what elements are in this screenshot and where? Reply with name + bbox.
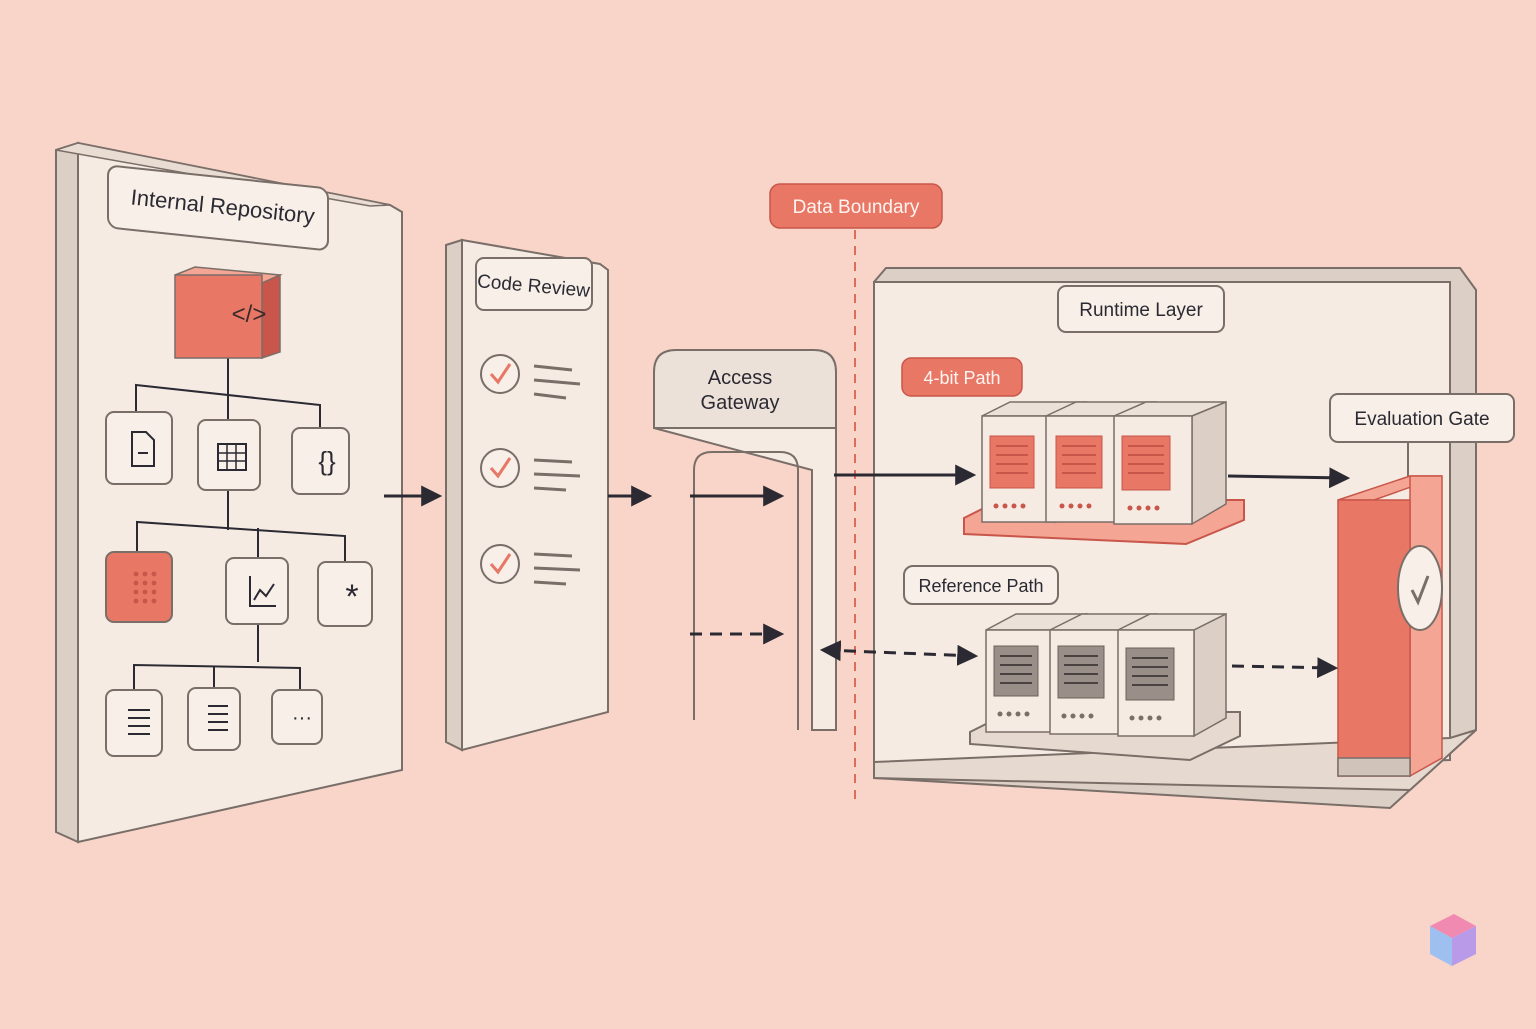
gateway-label-line2: Gateway xyxy=(701,392,780,414)
data-boundary: Data Boundary xyxy=(769,183,943,800)
code-review-panel: Code Review xyxy=(445,238,609,752)
check-icon xyxy=(489,363,512,385)
dot-grid-icon xyxy=(105,551,173,623)
ellipsis-icon: ··· xyxy=(271,689,323,745)
asterisk-icon: * xyxy=(317,561,373,627)
server-icon xyxy=(1117,612,1227,738)
runtime-layer-title-tag: Runtime Layer xyxy=(1057,285,1225,333)
access-gateway: Access Gateway xyxy=(653,349,837,731)
data-boundary-label: Data Boundary xyxy=(793,197,920,218)
server-icon xyxy=(1113,400,1227,526)
reference-path-label: Reference Path xyxy=(918,576,1043,596)
check-icon xyxy=(489,457,512,479)
check-icon xyxy=(1410,575,1430,606)
review-item xyxy=(480,448,581,492)
dashed-arrow-reference-path xyxy=(819,640,979,666)
gateway-label-line1: Access xyxy=(708,367,772,389)
list-icon xyxy=(105,689,163,757)
arrow-quantized-to-evaluation xyxy=(1227,467,1351,489)
list-icon xyxy=(187,687,241,751)
ellipsis-glyph: ··· xyxy=(292,707,312,729)
runtime-layer-title: Runtime Layer xyxy=(1079,300,1203,321)
table-icon xyxy=(197,419,261,491)
cube-icon xyxy=(1430,914,1476,966)
svg-text:</>: </> xyxy=(232,301,267,328)
braces-icon: {} xyxy=(291,427,350,495)
document-icon xyxy=(105,411,173,485)
svg-text:*: * xyxy=(345,578,358,616)
reference-path-tag: Reference Path xyxy=(903,565,1059,605)
review-item xyxy=(480,544,581,586)
evaluation-gate-tag: Evaluation Gate xyxy=(1329,393,1515,476)
code-review-title-tag: Code Review xyxy=(475,257,593,311)
evaluation-gate xyxy=(1337,475,1443,778)
quantized-path-tag: 4-bit Path xyxy=(901,357,1023,397)
repository-title-tag: Internal Repository xyxy=(107,165,329,251)
repository-tree-lines xyxy=(133,355,346,693)
internal-repository-panel: Internal Repository </> xyxy=(55,141,403,844)
check-icon xyxy=(489,553,512,575)
dashed-arrow-reference-to-evaluation xyxy=(1231,657,1339,679)
svg-text:{}: {} xyxy=(318,446,336,476)
quantized-path-label: 4-bit Path xyxy=(923,368,1000,388)
code-icon: </> xyxy=(174,266,283,360)
review-item xyxy=(480,354,581,400)
evaluation-gate-label: Evaluation Gate xyxy=(1354,409,1489,430)
runtime-layer-panel: Runtime Layer 4-bit Path xyxy=(873,267,1515,810)
line-chart-icon xyxy=(225,557,289,625)
